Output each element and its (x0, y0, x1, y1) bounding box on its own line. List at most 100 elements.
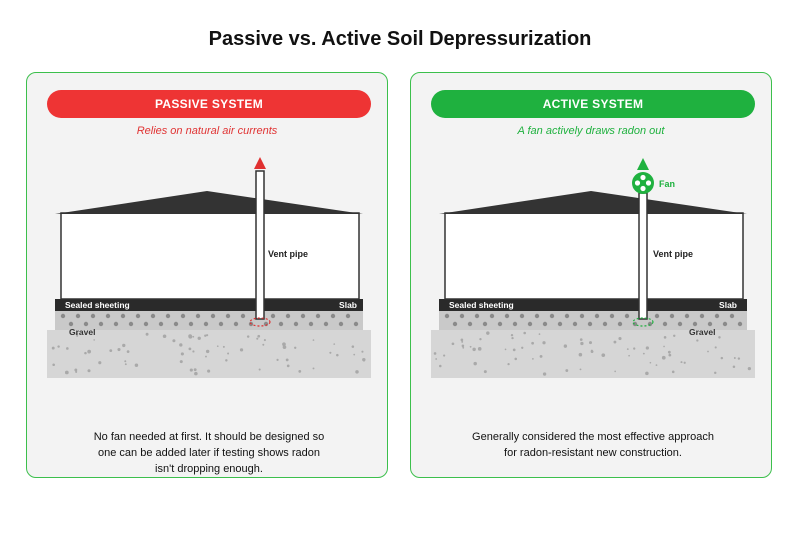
gravel-stone (83, 321, 89, 327)
soil-speck (707, 350, 709, 353)
soil-speck (282, 345, 287, 350)
gravel-stone (203, 321, 209, 327)
gravel-stone (714, 313, 720, 319)
soil-speck (134, 363, 139, 367)
gravel-stone (308, 321, 314, 327)
soil-speck (256, 337, 259, 340)
soil-speck (483, 370, 487, 374)
gravel-stone (692, 321, 698, 327)
soil-speckles (51, 332, 366, 376)
gravel-stone (113, 321, 119, 327)
soil-speck (578, 352, 583, 357)
gravel-stone (233, 321, 239, 327)
soil-speck (329, 351, 332, 354)
gravel-stone (240, 313, 246, 319)
roof (55, 191, 363, 214)
soil-speck (188, 334, 192, 339)
soil-speck (262, 343, 265, 346)
soil-speck (673, 334, 676, 338)
soil-speck (312, 367, 315, 370)
vent-pipe-label: Vent pipe (268, 249, 308, 259)
gravel-stone (542, 321, 548, 327)
slab (439, 299, 747, 311)
gravel-stone (105, 313, 111, 319)
soil-speck (433, 352, 437, 355)
soil-speck (542, 341, 546, 345)
gravel-stone (90, 313, 96, 319)
soil-speck (74, 368, 78, 372)
soil-speck (613, 340, 617, 344)
soil-speck (57, 345, 60, 348)
soil-speck (579, 368, 582, 371)
slab-label: Slab (719, 300, 737, 310)
soil-speck (205, 355, 207, 358)
soil-speck (84, 351, 87, 355)
gravel-stone (737, 321, 743, 327)
gravel-stone (188, 321, 194, 327)
soil-speck (333, 343, 336, 345)
soil-speck (510, 333, 514, 337)
soil-speck (696, 339, 699, 342)
gravel-stone (579, 313, 585, 319)
soil-speck (737, 357, 741, 360)
soil-speck (663, 336, 667, 339)
soil-speck (179, 360, 183, 364)
active-system-header: ACTIVE SYSTEM (431, 90, 755, 118)
soil-speck (563, 344, 568, 348)
gravel-stone (587, 321, 593, 327)
gravel-stone (609, 313, 615, 319)
soil-speck (504, 348, 507, 351)
soil-speck (172, 339, 176, 343)
soil-speck (628, 354, 630, 357)
soil-speck (469, 345, 472, 348)
soil-speck (732, 365, 736, 368)
gravel-stone (482, 321, 488, 327)
gravel-stone (684, 313, 690, 319)
soil-speck (532, 357, 534, 360)
gravel-stone (98, 321, 104, 327)
gravel-dots (444, 313, 743, 327)
soil-speck (52, 363, 55, 367)
soil-speck (747, 367, 751, 371)
soil-speck (351, 345, 355, 348)
fan-icon (632, 172, 654, 194)
gravel-stone (323, 321, 329, 327)
soil-speck (122, 343, 126, 348)
gravel-stone (467, 321, 473, 327)
soil-speck (189, 368, 193, 372)
soil-speck (205, 349, 210, 354)
soil-speck (353, 353, 356, 356)
gravel-stone (527, 321, 533, 327)
gravel-stone (195, 313, 201, 319)
soil-speck (601, 353, 606, 358)
gravel-stone (669, 313, 675, 319)
soil-speck (663, 345, 665, 348)
soil-speck (523, 331, 526, 335)
gravel-stone (345, 313, 351, 319)
soil-speck (655, 364, 658, 367)
soil-speck (192, 335, 195, 338)
soil-speck (507, 362, 510, 366)
soil-speck (486, 331, 490, 335)
soil-speck (124, 360, 127, 363)
soil-speck (162, 334, 167, 339)
gravel-stone (654, 313, 660, 319)
gravel-stone (353, 321, 359, 327)
gravel-stone (165, 313, 171, 319)
soil-speck (642, 352, 645, 355)
gravel-stone (647, 321, 653, 327)
gravel-stone (285, 313, 291, 319)
soil-speck (645, 346, 649, 350)
soil-speck (565, 369, 569, 372)
soil-speck (204, 334, 207, 337)
gravel-label: Gravel (69, 327, 95, 337)
active-subtitle: A fan actively draws radon out (517, 125, 665, 137)
gravel-stone (150, 313, 156, 319)
gravel-stone (128, 321, 134, 327)
soil-speck (473, 361, 477, 366)
soil-speck (714, 371, 717, 375)
soil-speck (733, 357, 736, 359)
soil-speck (435, 358, 438, 360)
soil-speck (580, 341, 584, 346)
soil-speck (720, 356, 724, 360)
